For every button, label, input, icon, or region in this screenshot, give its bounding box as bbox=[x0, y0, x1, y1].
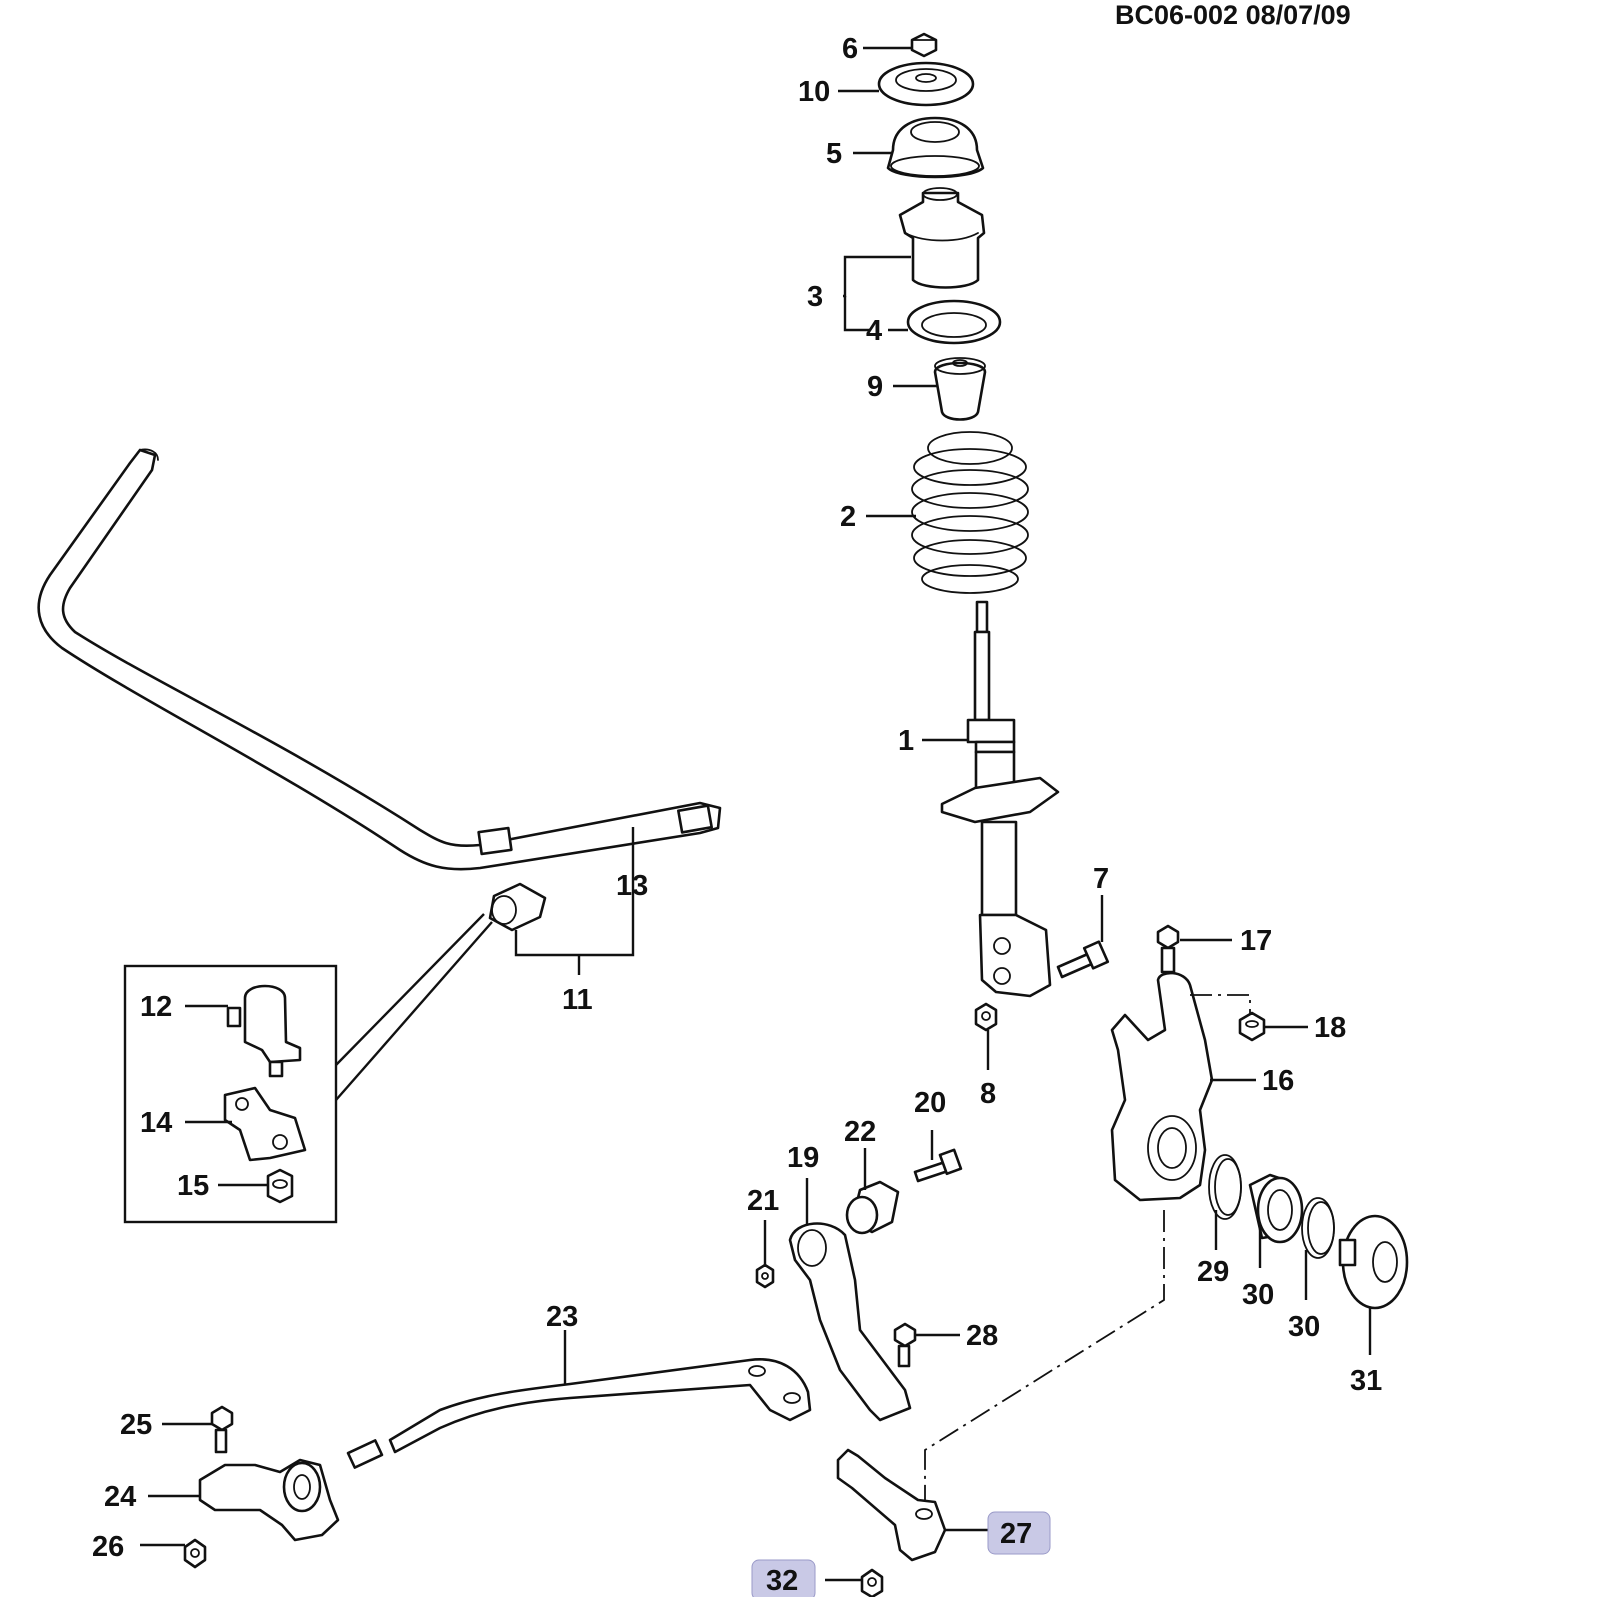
detail-box bbox=[123, 964, 338, 1224]
part-32-nut-icon bbox=[860, 1568, 884, 1597]
callout-27: 27 bbox=[1000, 1518, 1032, 1550]
callout-26: 26 bbox=[92, 1531, 124, 1563]
callout-17: 17 bbox=[1240, 925, 1272, 957]
part-26-nut-icon bbox=[183, 1538, 207, 1569]
callout-21: 21 bbox=[747, 1185, 779, 1217]
part-19-control-arm-icon bbox=[788, 1222, 912, 1422]
callout-18: 18 bbox=[1314, 1012, 1346, 1044]
callout-7: 7 bbox=[1093, 863, 1109, 895]
part-30-snap-ring-icon bbox=[1301, 1197, 1335, 1259]
callout-31: 31 bbox=[1350, 1365, 1382, 1397]
callout-16: 16 bbox=[1262, 1065, 1294, 1097]
part-15-nut-icon bbox=[266, 1168, 294, 1204]
part-12-clamp-icon bbox=[226, 984, 302, 1078]
callout-27-highlight bbox=[987, 1511, 1051, 1555]
part-22-bushing-icon bbox=[845, 1180, 900, 1235]
callout-10: 10 bbox=[798, 76, 830, 108]
callout-15: 15 bbox=[177, 1170, 209, 1202]
part-14-bracket-icon bbox=[223, 1086, 307, 1162]
part-17-bolt-icon bbox=[1156, 924, 1180, 974]
part-3-bearing-housing-icon bbox=[898, 187, 986, 289]
part-6-nut-icon bbox=[910, 32, 938, 58]
callout-32: 32 bbox=[766, 1565, 798, 1597]
part-5-top-mount-icon bbox=[886, 116, 985, 179]
callout-30a: 30 bbox=[1242, 1279, 1274, 1311]
part-2-coil-spring-icon bbox=[911, 431, 1029, 594]
callout-1: 1 bbox=[898, 725, 914, 757]
callout-4: 4 bbox=[866, 315, 882, 347]
callout-14: 14 bbox=[140, 1107, 172, 1139]
callout-29: 29 bbox=[1197, 1256, 1229, 1288]
callout-30b: 30 bbox=[1288, 1311, 1320, 1343]
part-1-strut-icon bbox=[940, 600, 1060, 998]
part-25-bolt-icon bbox=[210, 1405, 234, 1454]
part-28-bolt-icon bbox=[893, 1322, 917, 1368]
part-21-nut-icon bbox=[755, 1263, 775, 1289]
part-4-spring-seat-icon bbox=[906, 299, 1002, 345]
callout-28: 28 bbox=[966, 1320, 998, 1352]
callout-11: 11 bbox=[562, 984, 593, 1016]
part-8-nut-icon bbox=[974, 1002, 998, 1032]
callout-24: 24 bbox=[104, 1481, 136, 1513]
callout-12: 12 bbox=[140, 991, 172, 1023]
callout-22: 22 bbox=[844, 1116, 876, 1148]
part-10-washer-icon bbox=[877, 61, 975, 107]
callout-labels: 6 10 5 3 4 9 2 1 7 8 17 18 16 13 11 12 1… bbox=[92, 33, 1382, 1597]
callout-32-highlight bbox=[751, 1559, 816, 1597]
callout-3: 3 bbox=[807, 281, 823, 313]
part-29-snap-ring-icon bbox=[1208, 1154, 1242, 1220]
part-7-bolt-icon bbox=[1056, 940, 1110, 979]
part-18-nut-icon bbox=[1238, 1011, 1266, 1042]
leader-lines bbox=[140, 46, 1372, 1582]
part-13-stabilizer-bar-icon bbox=[37, 448, 722, 871]
callout-25: 25 bbox=[120, 1409, 152, 1441]
part-16-knuckle-icon bbox=[1110, 971, 1214, 1202]
part-23-tension-rod-icon bbox=[346, 1358, 812, 1469]
callout-5: 5 bbox=[826, 138, 842, 170]
callout-9: 9 bbox=[867, 371, 883, 403]
part-20-bolt-icon bbox=[913, 1148, 963, 1183]
callout-2: 2 bbox=[840, 501, 856, 533]
part-31-hub-icon bbox=[1338, 1214, 1409, 1310]
callout-8: 8 bbox=[980, 1078, 996, 1110]
callout-23: 23 bbox=[546, 1301, 578, 1333]
callout-6: 6 bbox=[842, 33, 858, 65]
part-24-mount-bracket-icon bbox=[198, 1458, 340, 1542]
part-11-bushing-icon bbox=[488, 882, 547, 932]
callout-20: 20 bbox=[914, 1087, 946, 1119]
callout-19: 19 bbox=[787, 1142, 819, 1174]
part-27-tie-rod-end-icon bbox=[836, 1448, 947, 1562]
callout-13: 13 bbox=[616, 870, 648, 902]
document-id: BC06-002 08/07/09 bbox=[1115, 0, 1351, 30]
part-30-bearing-icon bbox=[1248, 1173, 1304, 1244]
part-9-bump-stop-icon bbox=[933, 357, 987, 421]
